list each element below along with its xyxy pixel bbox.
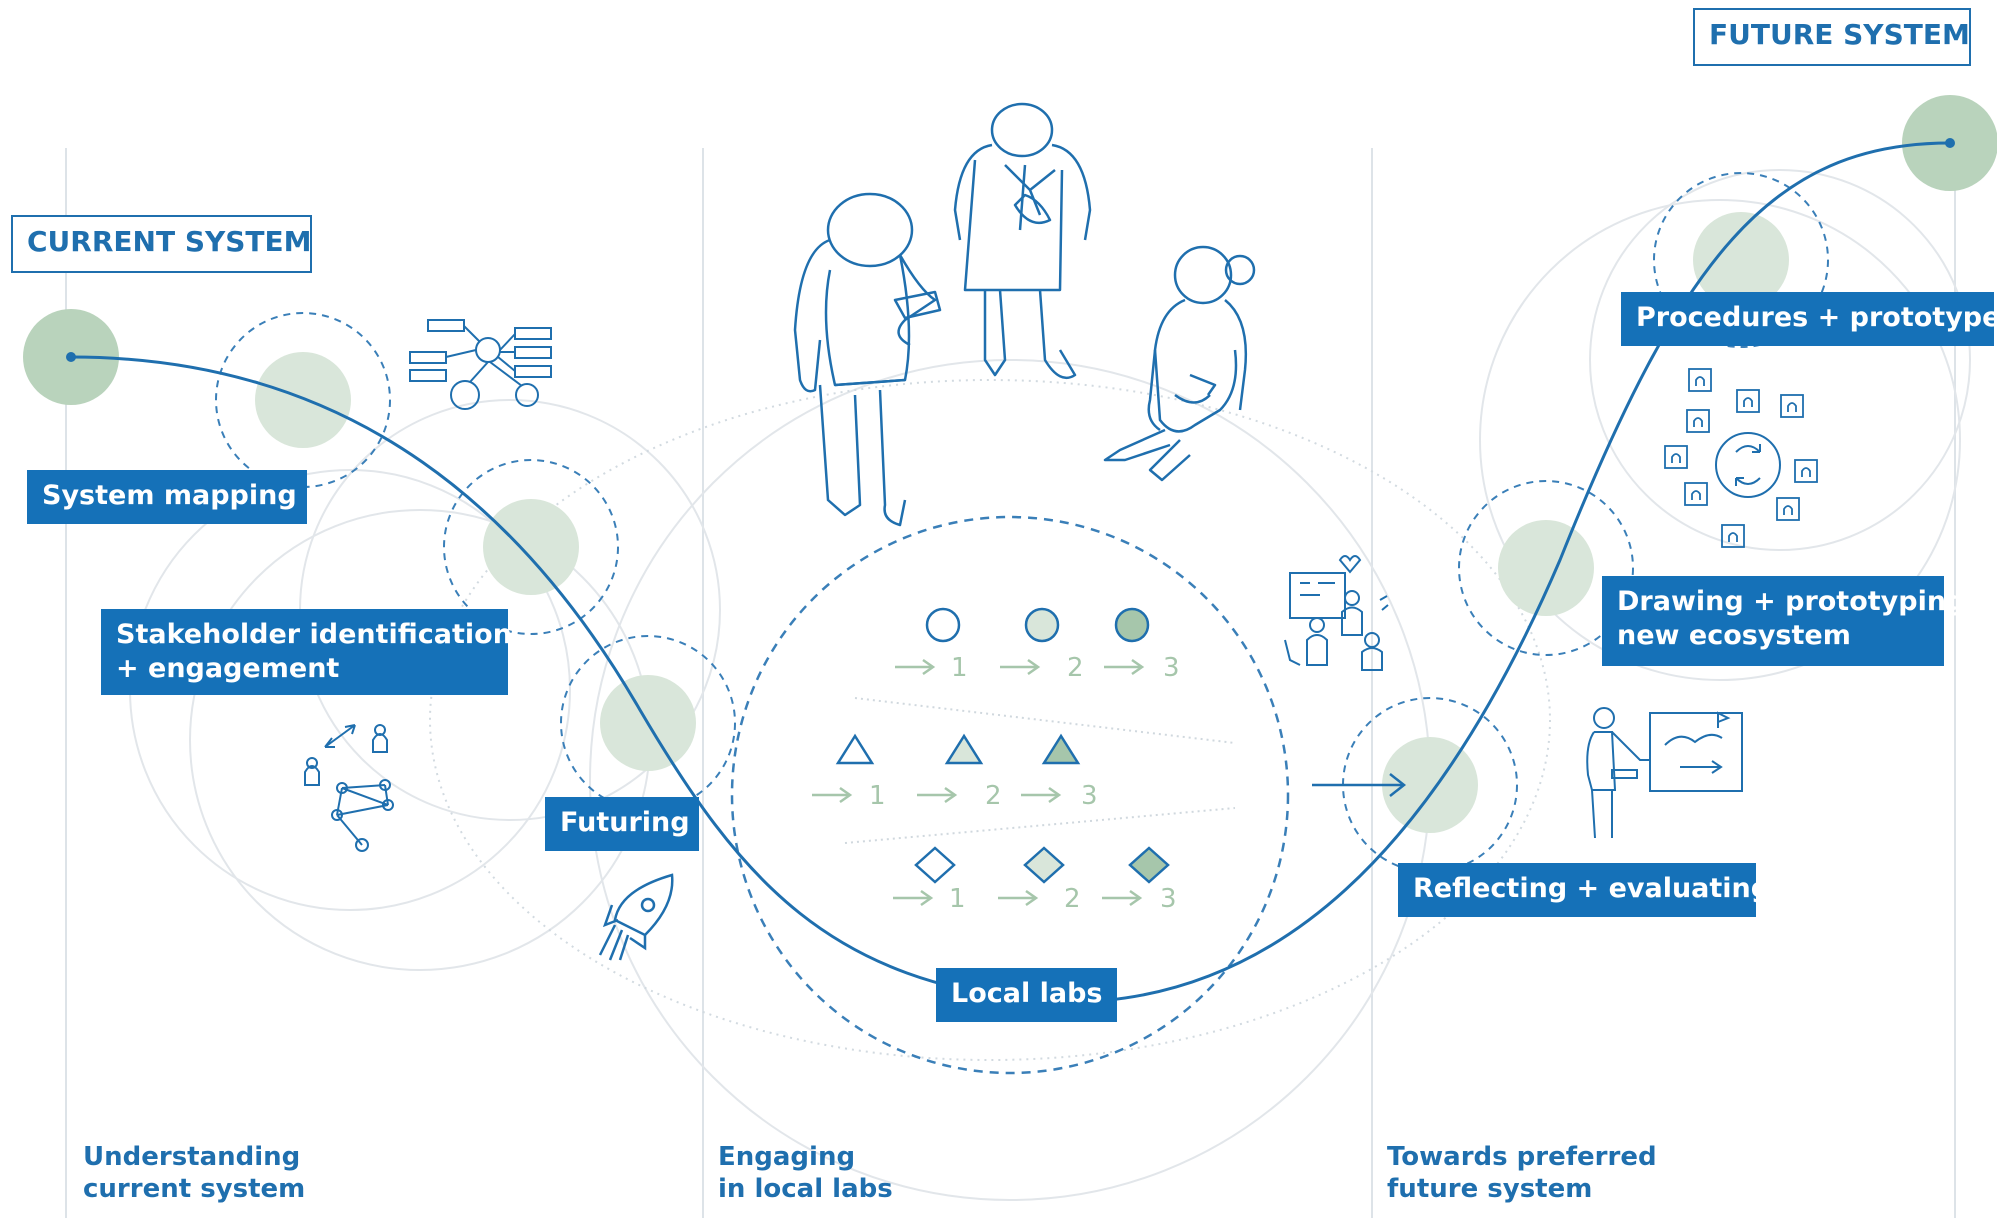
- stakeholder-label-line2: + engagement: [116, 653, 340, 684]
- step-number: 1: [949, 884, 966, 914]
- step-number: 2: [985, 781, 1002, 811]
- phase-line2: current system: [83, 1174, 306, 1204]
- step-number: 2: [1064, 884, 1081, 914]
- futuring-label: Futuring: [545, 797, 699, 851]
- start-point: [66, 352, 76, 362]
- phase-understanding: Understanding current system: [83, 1141, 305, 1205]
- arrow-to-reflecting: [1312, 773, 1407, 797]
- step-number: 3: [1081, 781, 1098, 811]
- lab-row-diamonds: [914, 846, 1170, 884]
- lab-dividers: [844, 697, 1236, 844]
- phase-line1: Engaging: [718, 1142, 856, 1172]
- step-number: 3: [1160, 884, 1177, 914]
- procedures-label: Procedures + prototypes: [1621, 292, 1997, 346]
- system-map-icon: [409, 319, 552, 410]
- lab-row-circles: [925, 607, 1150, 643]
- prototype-cycle-icon: [1664, 368, 1818, 548]
- people-group-illustration: [793, 102, 1256, 527]
- drawing-label: Drawing + prototyping new ecosystem: [1602, 576, 1966, 666]
- local-labs-label: Local labs: [936, 968, 1117, 1022]
- phase-towards-future: Towards preferred future system: [1387, 1141, 1657, 1205]
- stakeholder-label-line1: Stakeholder identification: [116, 619, 512, 650]
- phase-line2: in local labs: [718, 1174, 893, 1204]
- rocket-icon: [598, 873, 674, 961]
- phase-dividers: [65, 148, 1956, 1218]
- workshop-icon: [1284, 555, 1389, 671]
- dotted-ellipse: [429, 379, 1551, 1061]
- drawing-label-line2: new ecosystem: [1617, 620, 1851, 651]
- phase-engaging: Engaging in local labs: [718, 1141, 893, 1205]
- reflecting-label: Reflecting + evaluating: [1398, 863, 1770, 917]
- phase-line1: Towards preferred: [1387, 1142, 1657, 1172]
- phase-line2: future system: [1387, 1174, 1593, 1204]
- system-mapping-label: System mapping: [27, 470, 307, 524]
- step-number: 2: [1067, 653, 1084, 683]
- step-number: 1: [951, 653, 968, 683]
- stakeholder-network-icon: [304, 724, 394, 852]
- step-numbers: 1 2 3 1 2 3 1 2 3: [869, 653, 1180, 914]
- future-system-box: FUTURE SYSTEM: [1693, 8, 1971, 66]
- phase-line1: Understanding: [83, 1142, 301, 1172]
- current-system-box: CURRENT SYSTEM: [11, 215, 312, 273]
- end-point: [1945, 138, 1955, 148]
- lab-row-triangles: [835, 733, 1081, 765]
- step-number: 3: [1163, 653, 1180, 683]
- stakeholder-label: Stakeholder identification + engagement: [101, 609, 512, 695]
- step-arrows: [812, 658, 1145, 907]
- presenter-icon: [1586, 707, 1743, 839]
- drawing-label-line1: Drawing + prototyping: [1617, 586, 1966, 617]
- step-number: 1: [869, 781, 886, 811]
